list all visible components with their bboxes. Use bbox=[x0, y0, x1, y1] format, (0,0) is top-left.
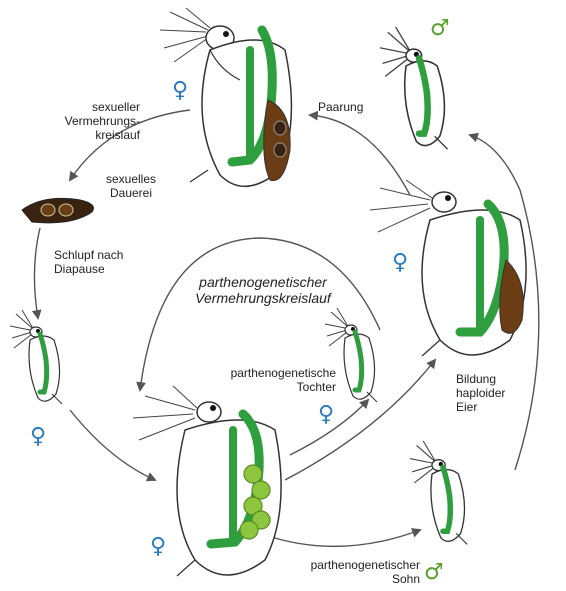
female-symbol-top: ♀ bbox=[172, 80, 188, 102]
male-symbol-son: ♂ bbox=[424, 562, 444, 584]
label-parthenogenetic-cycle: parthenogenetischer Vermehrungskreislauf bbox=[168, 274, 358, 306]
label-haploid-eggs: Bildung haploider Eier bbox=[456, 372, 505, 414]
arrow-egg-to-hatchling bbox=[34, 228, 40, 318]
male-top-right bbox=[380, 27, 448, 149]
female-symbol-daughter: ♀ bbox=[318, 404, 334, 426]
female-symbol-hatchling: ♀ bbox=[30, 426, 46, 448]
label-hatch: Schlupf nach Diapause bbox=[54, 248, 123, 276]
label-mating: Paarung bbox=[318, 100, 363, 114]
arrow-central-to-son bbox=[265, 530, 420, 546]
label-resting-egg: sexuelles Dauerei bbox=[96, 172, 166, 200]
female-symbol-central: ♀ bbox=[150, 536, 166, 558]
arrow-hatchling-to-central bbox=[70, 410, 155, 480]
label-sexual-cycle: sexueller Vermehrungs- kreislauf bbox=[20, 100, 140, 142]
label-daughter: parthenogenetische Tochter bbox=[176, 366, 336, 394]
hatchling-female bbox=[10, 310, 62, 404]
parthenogenetic-son bbox=[410, 441, 467, 544]
female-symbol-right: ♀ bbox=[392, 252, 408, 274]
male-symbol-top-right: ♂ bbox=[430, 18, 450, 40]
label-son: parthenogenetischer Sohn bbox=[270, 558, 420, 586]
resting-egg bbox=[22, 198, 94, 223]
arrow-mating bbox=[310, 115, 410, 195]
